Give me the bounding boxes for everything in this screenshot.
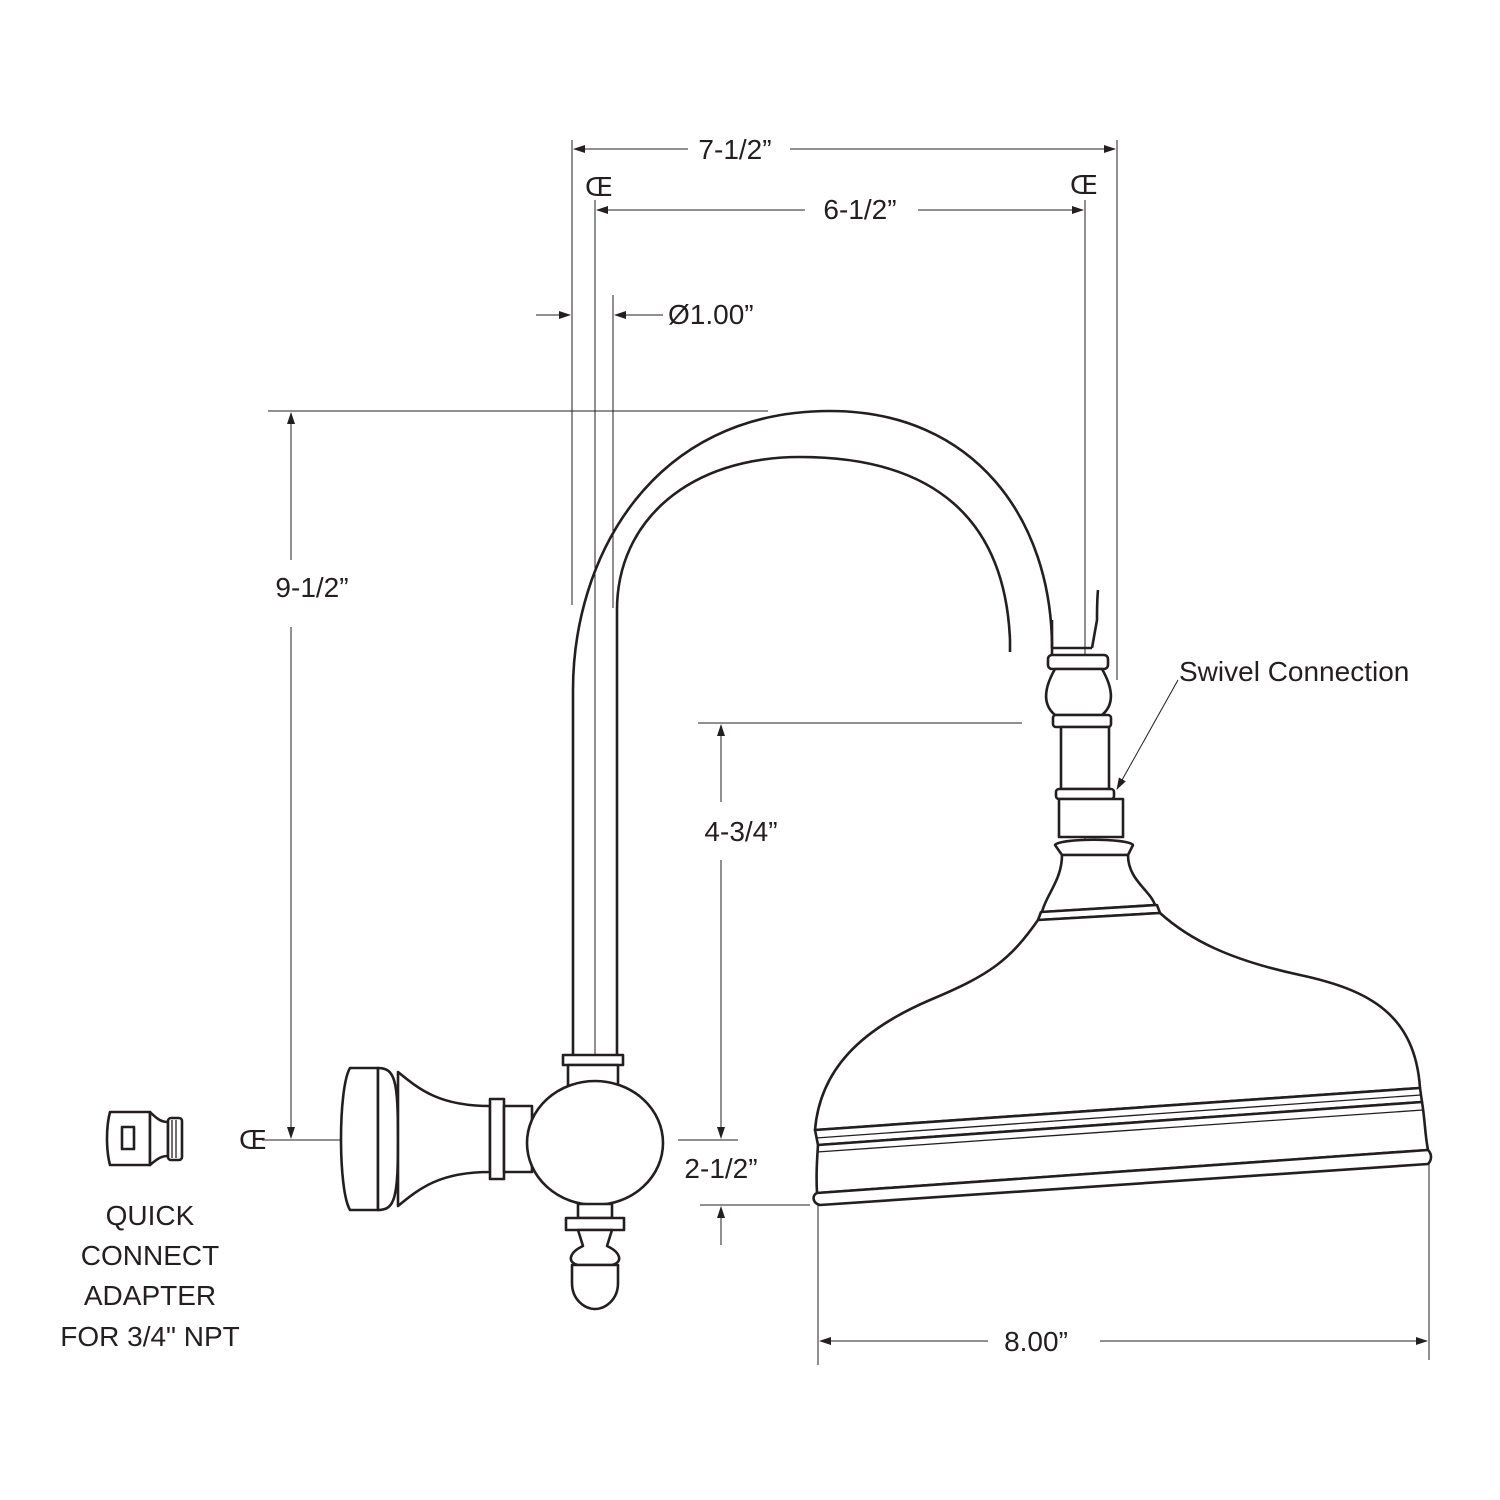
dim-arm-height: 9-1/2” <box>275 572 348 603</box>
swivel-connection-label: Swivel Connection <box>1179 656 1409 687</box>
quick-connect-adapter <box>105 1110 184 1167</box>
dim-head-diameter: 8.00” <box>1004 1326 1068 1357</box>
adapter-caption: QUICK CONNECT ADAPTER FOR 3/4" NPT <box>60 1200 240 1352</box>
dimension-labels: 7-1/2” 6-1/2” Ø1.00” 9-1/2” 4-3/4” 2-1/2… <box>275 134 1067 1357</box>
adapter-caption-line-4: FOR 3/4" NPT <box>60 1321 240 1352</box>
elbow-body <box>525 1053 665 1311</box>
dimension-lines <box>287 145 1428 1345</box>
shower-arm <box>571 409 1100 1055</box>
centerline-symbols: Œ Œ Œ <box>239 171 1098 1156</box>
dim-overall-width: 7-1/2” <box>698 134 771 165</box>
adapter-caption-line-2: CONNECT <box>81 1240 219 1271</box>
swivel-assembly <box>1044 653 1125 839</box>
wall-flange <box>339 1066 534 1212</box>
dim-head-drop: 4-3/4” <box>704 816 777 847</box>
centerline-symbol-right: Œ <box>1070 171 1098 201</box>
centerline-symbol-outlet: Œ <box>239 1126 267 1156</box>
dim-pipe-diameter: Ø1.00” <box>668 299 754 330</box>
shower-head <box>812 838 1433 1207</box>
dim-centerline-spacing: 6-1/2” <box>823 194 896 225</box>
extension-lines <box>262 140 1430 1365</box>
centerline-symbol-left: Œ <box>585 173 613 203</box>
dim-head-offset: 2-1/2” <box>684 1153 757 1184</box>
adapter-caption-line-3: ADAPTER <box>84 1280 216 1311</box>
adapter-caption-line-1: QUICK <box>106 1200 195 1231</box>
